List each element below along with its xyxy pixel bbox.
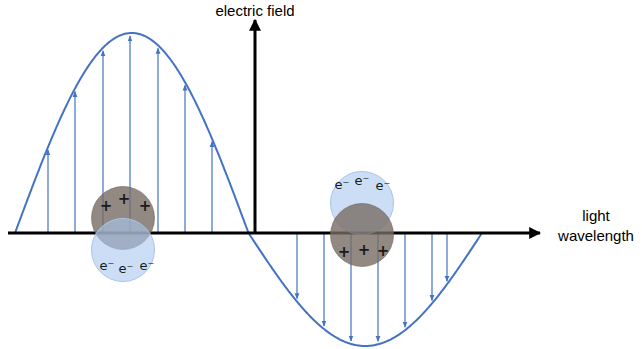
charge-slot: + [118, 190, 131, 208]
wavelength-axis [8, 232, 540, 235]
charge-slot: e⁻ [376, 176, 391, 194]
axis-label-text: light wavelength [558, 207, 634, 244]
electron-charge: e⁻ [376, 178, 391, 193]
charge-slot: e⁻ [335, 175, 350, 193]
charge-slot: e⁻ [100, 256, 115, 274]
charge-slot: + [358, 241, 371, 259]
light-wave [15, 33, 482, 346]
electron-charge: e⁻ [100, 258, 115, 273]
charge-slot: e⁻ [355, 171, 370, 189]
field-arrow [446, 233, 447, 281]
charge-slot: + [139, 197, 152, 215]
electron-cloud-circle [92, 219, 155, 282]
field-arrow [323, 233, 324, 326]
charge-slot: e⁻ [119, 259, 134, 277]
field-arrow [184, 85, 185, 233]
electron-charge: e⁻ [140, 258, 155, 273]
electron-charge: e⁻ [119, 261, 134, 276]
field-arrow [157, 48, 158, 233]
electron-charge: e⁻ [335, 177, 350, 192]
positive-charge: + [118, 190, 131, 208]
electron-cloud: e⁻ e⁻ e⁻ [91, 218, 155, 282]
field-arrow [47, 150, 48, 233]
positive-charge: + [139, 197, 152, 215]
field-arrow [404, 233, 405, 327]
axis-label-text: electric field [215, 2, 294, 19]
charge-slot: e⁻ [140, 256, 155, 274]
positive-charge: + [100, 197, 113, 215]
electron-charge: e⁻ [355, 173, 370, 188]
axis-label: electric field [215, 1, 294, 21]
field-arrow [296, 233, 297, 299]
charge-slot: + [377, 242, 390, 260]
field-arrow [211, 142, 212, 233]
charge-slot: + [100, 197, 113, 215]
charge-slot: + [338, 243, 351, 261]
field-arrow [74, 92, 75, 233]
field-arrows [48, 36, 447, 341]
field-axis [254, 20, 257, 233]
positive-charge: + [338, 243, 351, 261]
metal-particle-circle [331, 204, 394, 267]
axis-label: light wavelength [554, 206, 638, 246]
positive-charge: + [358, 241, 371, 259]
metal-particle: + + + [330, 203, 394, 267]
field-arrow [431, 233, 432, 300]
positive-charge: + [377, 242, 390, 260]
